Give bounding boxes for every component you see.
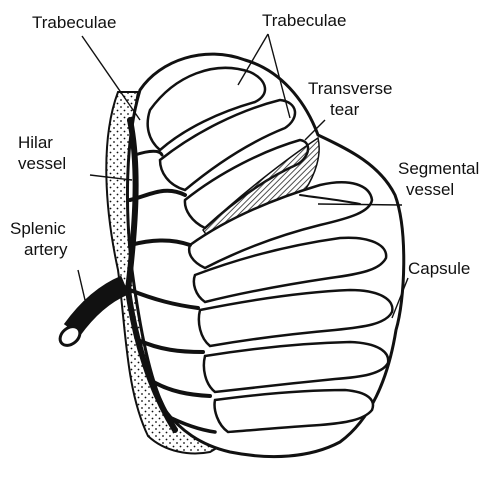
label-splenic-line1: Splenic	[10, 218, 67, 239]
label-trabeculae-right: Trabeculae	[262, 10, 346, 31]
label-transverse-tear: Transverse tear	[308, 78, 392, 120]
label-trabeculae-left: Trabeculae	[32, 12, 116, 33]
label-segmental-vessel: Segmental vessel	[398, 158, 479, 200]
label-tear-line2: tear	[308, 99, 392, 120]
label-hilar-vessel: Hilar vessel	[18, 132, 66, 174]
label-artery-line2: artery	[10, 239, 67, 260]
label-transverse-line1: Transverse	[308, 78, 392, 99]
label-vessel-line2: vessel	[398, 179, 479, 200]
label-capsule: Capsule	[408, 258, 470, 279]
label-segmental-line1: Segmental	[398, 158, 479, 179]
label-splenic-artery: Splenic artery	[10, 218, 67, 260]
splenic-artery-vessel	[56, 285, 125, 349]
label-hilar-line1: Hilar	[18, 132, 66, 153]
label-hilar-vessel-line2: vessel	[18, 153, 66, 174]
